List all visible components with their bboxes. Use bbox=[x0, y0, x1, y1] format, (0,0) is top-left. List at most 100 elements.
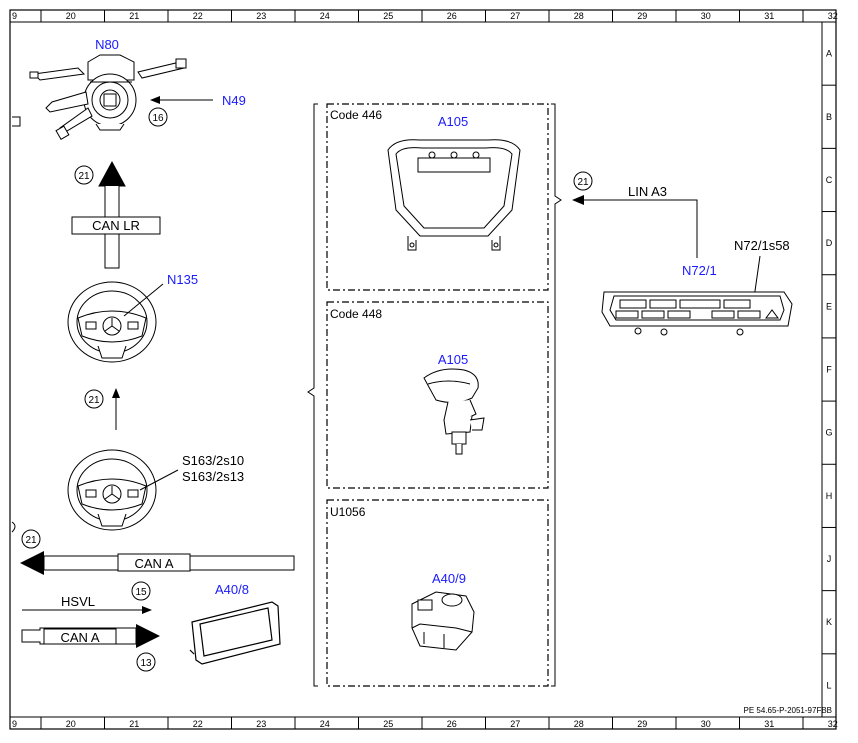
can-a-bottom-box bbox=[43, 628, 117, 645]
column-label: 22 bbox=[193, 719, 203, 729]
variants-left-brace bbox=[307, 103, 318, 687]
column-label: 23 bbox=[256, 11, 266, 21]
column-label: 29 bbox=[637, 719, 647, 729]
row-label: E bbox=[826, 301, 832, 311]
a40-8-label: A40/8 bbox=[215, 582, 249, 597]
column-label: 32 bbox=[828, 719, 838, 729]
s163-pointer-line bbox=[139, 469, 179, 491]
marker-21c-label: 21 bbox=[25, 535, 37, 546]
panel-u1056 bbox=[326, 499, 549, 687]
column-label: 27 bbox=[510, 719, 520, 729]
column-label: 29 bbox=[637, 11, 647, 21]
n72-1s58-label: N72/1s58 bbox=[734, 238, 790, 253]
climate-control-panel-drawing bbox=[601, 291, 793, 336]
arrow-21b-head bbox=[112, 388, 120, 398]
ruler-ticks bbox=[40, 10, 836, 729]
can-a-top-label: CAN A bbox=[134, 556, 173, 571]
can-a-top-arrowhead bbox=[20, 551, 44, 575]
can-lr-label: CAN LR bbox=[92, 218, 140, 233]
marker-21a-label: 21 bbox=[78, 171, 90, 182]
display-a40-8-drawing bbox=[189, 601, 281, 665]
column-label: 25 bbox=[383, 719, 393, 729]
s163-2s10-label: S163/2s10 bbox=[182, 453, 244, 468]
column-label: 32 bbox=[828, 11, 838, 21]
column-label: 22 bbox=[193, 11, 203, 21]
steering-column-module-drawing bbox=[29, 54, 187, 141]
row-label: G bbox=[825, 428, 832, 438]
column-label: 31 bbox=[764, 719, 774, 729]
n72-1-label: N72/1 bbox=[682, 263, 717, 278]
a105-448-label: A105 bbox=[438, 352, 468, 367]
can-a-top-box bbox=[117, 553, 191, 572]
s163-2s13-label: S163/2s13 bbox=[182, 469, 244, 484]
marker-21c-circle bbox=[21, 529, 41, 549]
can-lr-box bbox=[71, 216, 161, 235]
row-label: L bbox=[826, 680, 831, 690]
overhead-control-panel-drawing bbox=[387, 139, 521, 251]
row-label: C bbox=[826, 175, 833, 185]
column-label: 26 bbox=[447, 11, 457, 21]
column-label: 21 bbox=[129, 719, 139, 729]
marker-21b-label: 21 bbox=[88, 395, 100, 406]
row-label: D bbox=[826, 238, 833, 248]
row-label: K bbox=[826, 617, 832, 627]
row-label: J bbox=[827, 554, 832, 564]
lin-a3-arrowhead bbox=[572, 195, 584, 205]
variants-right-brace bbox=[551, 103, 562, 687]
can-a-bottom-label: CAN A bbox=[60, 630, 99, 645]
row-label: H bbox=[826, 491, 833, 501]
column-label: 9 bbox=[12, 719, 17, 729]
code446-label: Code 446 bbox=[330, 108, 382, 122]
n135-label: N135 bbox=[167, 272, 198, 287]
column-label: 27 bbox=[510, 11, 520, 21]
marker-15-circle bbox=[131, 581, 151, 601]
steering-wheel-n135-drawing bbox=[67, 281, 157, 363]
offpage-bracket bbox=[12, 116, 21, 127]
a40-9-label: A40/9 bbox=[432, 571, 466, 586]
column-label: 30 bbox=[701, 719, 711, 729]
u1056-label: U1056 bbox=[330, 505, 366, 519]
marker-21a-circle bbox=[74, 165, 94, 185]
column-label: 9 bbox=[12, 11, 17, 21]
column-label: 24 bbox=[320, 11, 330, 21]
column-label: 28 bbox=[574, 11, 584, 21]
a105-446-label: A105 bbox=[438, 114, 468, 129]
document-reference: PE 54.65-P-2051-97FBB bbox=[744, 706, 833, 715]
marker-16-label: 16 bbox=[152, 113, 164, 124]
row-label: A bbox=[826, 49, 832, 59]
can-lr-arrowhead bbox=[99, 162, 125, 186]
camera-unit-drawing bbox=[411, 591, 475, 651]
panel-code446 bbox=[326, 103, 549, 291]
column-label: 23 bbox=[256, 719, 266, 729]
hsvl-arrowhead bbox=[142, 606, 152, 614]
column-label: 28 bbox=[574, 719, 584, 729]
can-a-bottom-arrowhead bbox=[136, 624, 160, 648]
n49-arrowhead bbox=[150, 96, 160, 104]
column-label: 20 bbox=[66, 11, 76, 21]
marker-16-circle bbox=[148, 107, 168, 127]
n49-label: N49 bbox=[222, 93, 246, 108]
marker-21b-circle bbox=[84, 389, 104, 409]
hsvl-label: HSVL bbox=[61, 594, 95, 609]
marker-13-circle bbox=[136, 652, 156, 672]
code448-label: Code 448 bbox=[330, 307, 382, 321]
offpage-arc bbox=[11, 521, 16, 533]
lin-a3-line bbox=[582, 199, 698, 258]
marker-21d-circle bbox=[573, 171, 593, 191]
gear-selector-drawing bbox=[423, 368, 485, 455]
lin-a3-label: LIN A3 bbox=[628, 184, 667, 199]
marker-15-label: 15 bbox=[135, 587, 147, 598]
column-label: 26 bbox=[447, 719, 457, 729]
column-label: 31 bbox=[764, 11, 774, 21]
column-label: 24 bbox=[320, 719, 330, 729]
row-label: B bbox=[826, 112, 832, 122]
column-label: 21 bbox=[129, 11, 139, 21]
column-label: 25 bbox=[383, 11, 393, 21]
frame-border bbox=[9, 9, 837, 730]
panel-code448 bbox=[326, 301, 549, 489]
